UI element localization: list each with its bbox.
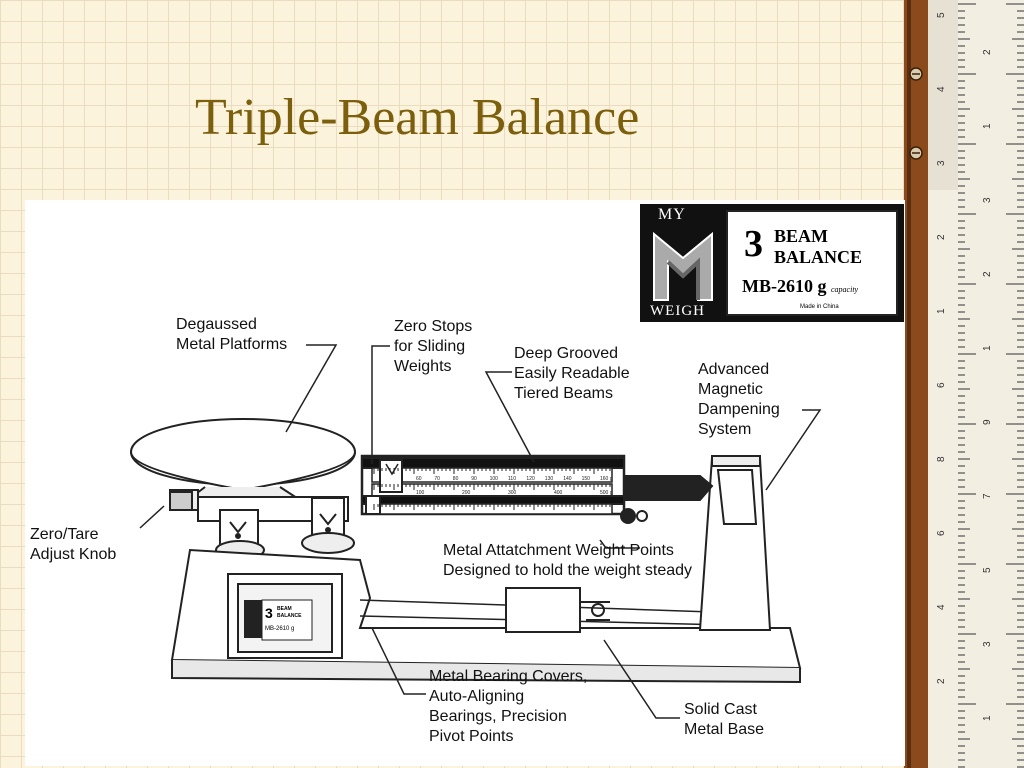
center-pivot-post xyxy=(301,497,355,554)
ruler-number: 3 xyxy=(982,641,993,647)
callout-leader-lines xyxy=(139,344,822,719)
beam-top-scale-label: 120 xyxy=(526,476,535,482)
logo-made-in: Made in China xyxy=(800,304,839,310)
ruler-number: 1 xyxy=(982,345,993,351)
beam-top-scale-label: 100 xyxy=(490,476,499,482)
callout-dampening: Advanced Magnetic Dampening System xyxy=(698,361,780,438)
beam-middle-scale-label: 200 xyxy=(462,490,471,496)
beam-middle-scale-label: 400 xyxy=(554,490,563,496)
base-logo-card: 3 BEAM BALANCE MB-2610 g xyxy=(244,599,313,641)
ruler-number: 8 xyxy=(936,456,947,462)
ruler-number: 7 xyxy=(982,493,993,499)
ruler-number: 1 xyxy=(936,308,947,314)
logo-model: MB-2610 g capacity xyxy=(742,276,859,296)
slide-title: Triple-Beam Balance xyxy=(195,89,640,146)
callout-weight-points: Metal Attatchment Weight Points Designed… xyxy=(443,542,693,579)
brand-logo: MY WEIGH 3 BEAM BALANCE MB-2610 g capaci… xyxy=(640,204,904,322)
beam-top-scale-label: 110 xyxy=(508,476,516,482)
beam-middle-scale-label: 300 xyxy=(508,490,517,496)
beam-top-scale-label: 70 xyxy=(434,476,440,482)
ruler-number: 6 xyxy=(936,530,947,536)
logo-card: 3 BEAM BALANCE MB-2610 g capacity Made i… xyxy=(726,210,898,316)
zero-tare-knob xyxy=(169,491,193,511)
ruler-number: 4 xyxy=(936,604,947,610)
counterweight-block xyxy=(505,587,581,633)
callout-zero-tare: Zero/Tare Adjust Knob xyxy=(30,526,117,563)
callout-beams: Deep Grooved Easily Readable Tiered Beam… xyxy=(514,345,630,402)
base-logo-model: MB-2610 g xyxy=(265,626,294,632)
ruler-number: 5 xyxy=(936,12,947,18)
logo-brand-top: MY xyxy=(658,206,686,223)
callout-base: Solid Cast Metal Base xyxy=(684,701,765,738)
ruler-number: 2 xyxy=(982,49,993,55)
ruler-number: 4 xyxy=(936,86,947,92)
ruler-number: 9 xyxy=(982,419,993,425)
callout-bearings: Metal Bearing Covers, Auto-Aligning Bear… xyxy=(429,668,588,745)
ruler-number: 1 xyxy=(982,123,993,129)
base-logo-number: 3 xyxy=(265,605,273,621)
callout-zero-stops: Zero Stops for Sliding Weights xyxy=(394,318,473,375)
beam-top-scale-label: 60 xyxy=(416,476,422,482)
beam-top-scale-label: 130 xyxy=(545,476,554,482)
logo-word-2: BALANCE xyxy=(774,247,863,267)
beam-middle-scale-label: 100 xyxy=(416,490,425,496)
ruler-number: 2 xyxy=(936,678,947,684)
logo-m-mark-icon xyxy=(653,231,713,301)
beam-top-scale-label: 90 xyxy=(471,476,477,482)
ruler-number: 5 xyxy=(982,567,993,573)
base-logo-word-2: BALANCE xyxy=(277,613,302,619)
base-logo-word-1: BEAM xyxy=(277,606,292,612)
tiered-beams xyxy=(360,454,714,524)
logo-number: 3 xyxy=(744,223,763,265)
ruler-number: 2 xyxy=(982,271,993,277)
beam-top-scale-label: 150 xyxy=(582,476,591,482)
ruler-decoration: 5 2 4 1 3 3 2 2 1 1 6 9 8 7 6 5 4 3 2 1 xyxy=(904,0,1024,768)
ruler-number: 1 xyxy=(982,715,993,721)
ruler-number: 2 xyxy=(936,234,947,240)
logo-brand-bottom: WEIGH xyxy=(650,303,705,319)
dampener-housing xyxy=(698,455,772,631)
beam-top-scale-label: 80 xyxy=(453,476,459,482)
ruler-number: 6 xyxy=(936,382,947,388)
beam-top-scale-label: 140 xyxy=(563,476,572,482)
ruler-number: 3 xyxy=(936,160,947,166)
ruler-number: 3 xyxy=(982,197,993,203)
callout-platforms: Degaussed Metal Platforms xyxy=(176,316,288,353)
platform-pan xyxy=(130,418,356,501)
logo-word-1: BEAM xyxy=(774,226,828,246)
beam-middle-scale-label: 500 g xyxy=(600,490,613,496)
beam-top-scale-label: 160 g xyxy=(600,476,613,482)
